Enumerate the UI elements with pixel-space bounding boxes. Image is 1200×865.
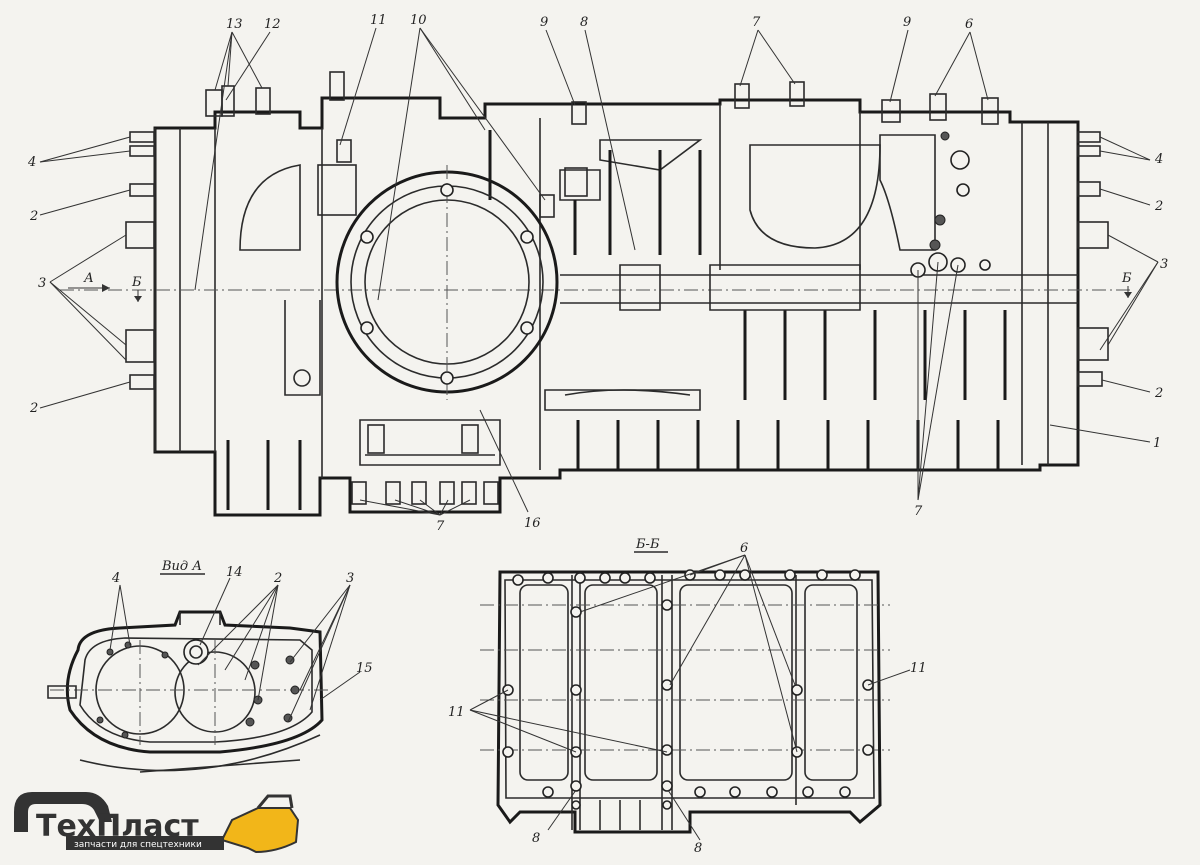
callout-9-right: 9 bbox=[903, 15, 911, 30]
callout-2-right-bottom: 2 bbox=[1154, 386, 1163, 401]
callout-8-top: 8 bbox=[580, 15, 588, 30]
view-a-callout-2: 2 bbox=[273, 571, 282, 586]
logo-tagline: запчасти для спецтехники bbox=[74, 840, 202, 850]
main-casing bbox=[60, 71, 1130, 517]
callout-3-right: 3 bbox=[1160, 257, 1168, 272]
view-a-title: Вид А bbox=[161, 559, 202, 574]
view-a-callout-4: 4 bbox=[111, 571, 120, 586]
callout-10: 10 bbox=[410, 13, 427, 28]
callout-12: 12 bbox=[264, 17, 281, 32]
callout-2-right-top: 2 bbox=[1154, 199, 1163, 214]
main-leaders bbox=[39, 27, 1159, 516]
arrow-a-label: А bbox=[83, 271, 94, 286]
section-callout-11-right: 11 bbox=[910, 661, 927, 676]
arrow-b-left-label: Б bbox=[131, 275, 142, 290]
view-a-callout-15: 15 bbox=[356, 661, 373, 676]
section-bb bbox=[480, 569, 890, 834]
section-bb-labels: Б-Б 6 11 11 8 8 bbox=[448, 537, 927, 856]
section-callout-6: 6 bbox=[740, 541, 748, 556]
section-callout-8-left: 8 bbox=[532, 831, 540, 846]
callout-4-right: 4 bbox=[1154, 152, 1163, 167]
callout-13: 13 bbox=[226, 17, 243, 32]
section-callout-8-right: 8 bbox=[694, 841, 702, 856]
callout-9: 9 bbox=[540, 15, 548, 30]
section-bb-title: Б-Б bbox=[635, 537, 660, 552]
callout-11-top: 11 bbox=[370, 13, 387, 28]
callout-6-top: 6 bbox=[965, 17, 973, 32]
view-a-leaders bbox=[109, 577, 361, 723]
callout-3-left: 3 bbox=[38, 276, 46, 291]
callout-4-left: 4 bbox=[27, 155, 36, 170]
callout-2-left-bottom: 2 bbox=[29, 401, 38, 416]
section-arrows: А Б Б bbox=[68, 271, 1132, 302]
view-a-callout-3: 3 bbox=[346, 571, 354, 586]
callout-7-bottom: 7 bbox=[436, 519, 445, 534]
section-bb-leaders bbox=[469, 554, 911, 841]
view-a-labels: Вид А 4 14 2 3 15 bbox=[111, 559, 373, 676]
section-callout-11-left: 11 bbox=[448, 705, 465, 720]
view-a-callout-14: 14 bbox=[226, 565, 243, 580]
techplast-logo: ТехПласт запчасти для спецтехники bbox=[14, 792, 300, 854]
callout-2-left-top: 2 bbox=[29, 209, 38, 224]
excavator-bucket-icon bbox=[220, 807, 300, 854]
callout-7-top: 7 bbox=[752, 15, 761, 30]
view-a bbox=[47, 610, 330, 773]
excavator-arm-icon bbox=[14, 792, 112, 832]
arrow-b-right-label: Б bbox=[1121, 271, 1132, 286]
logo-name: ТехПласт bbox=[36, 809, 199, 844]
callout-16: 16 bbox=[524, 516, 541, 531]
callout-7-right: 7 bbox=[914, 504, 923, 519]
main-labels: 4 2 3 2 4 2 3 2 1 13 12 11 10 9 8 7 9 6 … bbox=[27, 13, 1168, 534]
callout-1: 1 bbox=[1153, 436, 1161, 451]
